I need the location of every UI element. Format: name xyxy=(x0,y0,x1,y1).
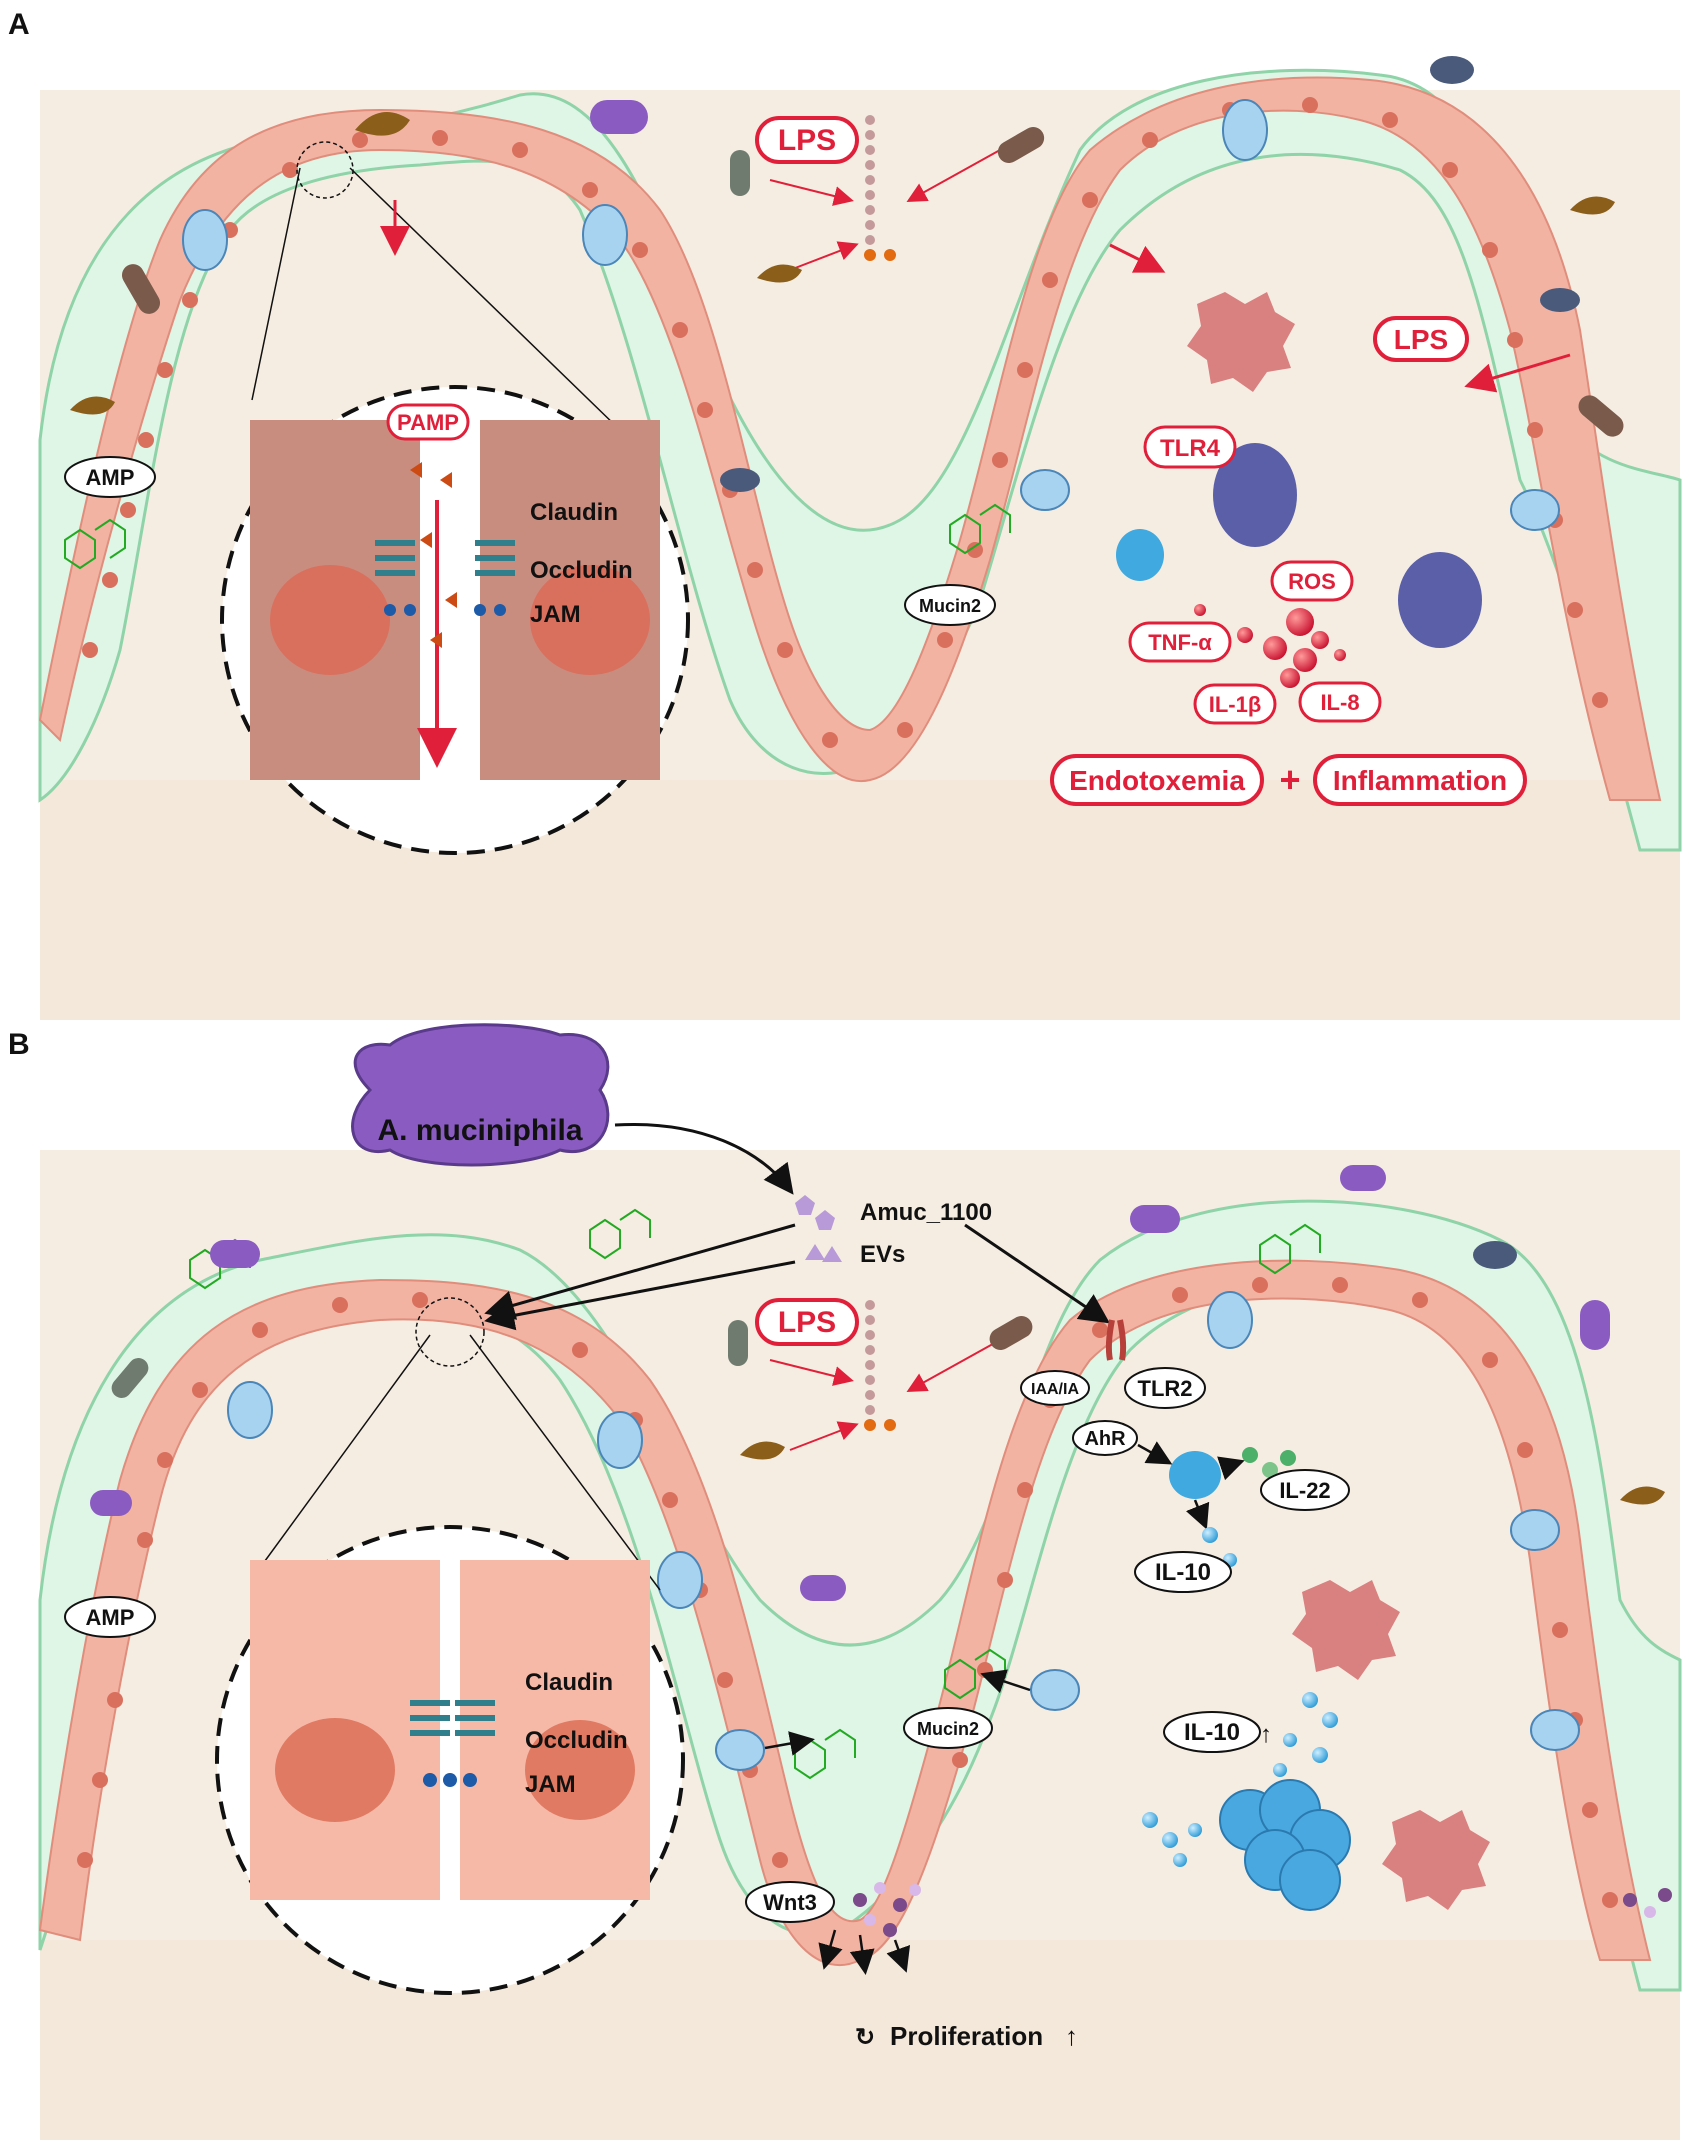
jam-label: JAM xyxy=(525,1771,576,1798)
il10-label: IL-10 xyxy=(1184,1719,1240,1746)
arrow xyxy=(484,1260,796,1331)
panel-a-letter: A xyxy=(8,8,30,41)
mucin-icon xyxy=(189,1208,1321,1780)
plus-label: + xyxy=(1279,759,1300,800)
panel-b-letter: B xyxy=(8,1028,30,1061)
up-arrow-icon: ↑ xyxy=(1260,1721,1272,1748)
lps-label: LPS xyxy=(1394,324,1448,355)
tlr4-label: TLR4 xyxy=(1160,435,1221,462)
il1b-label: IL-1β xyxy=(1209,692,1262,717)
tlr2-label: TLR2 xyxy=(1138,1376,1193,1401)
panel-a-labels: AMP LPS LPS PAMP Claudin Occludin JAM Mu… xyxy=(64,116,1527,806)
wnt3-dot-icon xyxy=(853,1882,1672,1937)
arrow xyxy=(964,1223,1110,1324)
amuc-icon xyxy=(795,1195,842,1262)
epithelial-nuclei xyxy=(82,97,1608,748)
arrow xyxy=(906,149,1001,202)
arrow xyxy=(484,1223,796,1320)
il10-label: IL-10 xyxy=(1155,1559,1211,1586)
bacterium-icon xyxy=(70,56,1624,492)
ros-label: ROS xyxy=(1288,569,1336,594)
zoom-source-circle xyxy=(415,1297,485,1367)
bacterium-icon xyxy=(90,1165,1665,1601)
endotoxemia-label: Endotoxemia xyxy=(1069,765,1245,796)
tcell-cluster-icon xyxy=(1219,1779,1351,1911)
dendritic-cell-icon xyxy=(1169,1451,1221,1499)
arrow xyxy=(906,1339,1001,1392)
arrow xyxy=(614,1122,794,1195)
pamp-label: PAMP xyxy=(397,410,459,435)
arrow xyxy=(818,1929,843,1970)
arrow xyxy=(849,1934,875,1975)
cytokine-dot-icon xyxy=(1142,1692,1338,1867)
mucin-icon xyxy=(64,503,1011,570)
occludin-label: Occludin xyxy=(530,557,633,584)
epithelium-band xyxy=(38,76,1662,801)
occludin-label: Occludin xyxy=(525,1727,628,1754)
lps-label: LPS xyxy=(778,1306,836,1339)
cytokine-dot-icon xyxy=(1202,1447,1296,1567)
macrophage-icon xyxy=(1116,292,1482,648)
arrow xyxy=(1185,1499,1210,1530)
tnf-label: TNF-α xyxy=(1148,630,1212,655)
zoom-source-circle xyxy=(296,141,354,199)
proliferation-label: Proliferation xyxy=(890,2021,1043,2051)
akk-label: A. muciniphila xyxy=(377,1114,582,1147)
arrow xyxy=(769,1359,854,1386)
arrow xyxy=(789,241,859,271)
goblet-cell-icon xyxy=(227,1291,1580,1771)
amuc-label: Amuc_1100 xyxy=(860,1199,992,1226)
arrow xyxy=(1217,1456,1245,1481)
cytokine-dot-icon xyxy=(1194,604,1346,688)
cycle-icon: ↻ xyxy=(855,2024,875,2051)
goblet-cell-icon xyxy=(182,99,1560,531)
arrow xyxy=(1109,243,1166,273)
arrow xyxy=(886,1939,911,1973)
inflammation-label: Inflammation xyxy=(1333,765,1507,796)
il8-label: IL-8 xyxy=(1320,690,1359,715)
arrow xyxy=(789,1421,859,1451)
mucin2-label: Mucin2 xyxy=(917,1719,979,1739)
arrow xyxy=(1464,353,1571,393)
mucin2-label: Mucin2 xyxy=(919,596,981,616)
claudin-label: Claudin xyxy=(530,499,618,526)
ahr-label: AhR xyxy=(1084,1428,1126,1450)
jam-label: JAM xyxy=(530,601,581,628)
lps-chain-icon xyxy=(864,1300,896,1431)
iaa-label: IAA/IA xyxy=(1031,1381,1079,1398)
tlr2-receptor-icon xyxy=(1105,1319,1127,1361)
panel-b: B xyxy=(8,1023,1682,2140)
arrow xyxy=(980,1669,1031,1694)
epithelium-band xyxy=(38,1259,1652,1966)
up-arrow-icon: ↑ xyxy=(1065,2021,1078,2051)
arrow xyxy=(764,1731,815,1756)
il22-label: IL-22 xyxy=(1279,1478,1330,1503)
evs-label: EVs xyxy=(860,1241,905,1268)
submucosa-base xyxy=(40,780,1680,1020)
lps-label: LPS xyxy=(778,124,836,157)
amp-label: AMP xyxy=(86,1605,135,1630)
akk-bacterium-icon: A. muciniphila xyxy=(351,1023,610,1167)
macrophage-icon xyxy=(1292,1580,1490,1910)
arrow xyxy=(1137,1441,1173,1465)
lps-chain-icon xyxy=(864,115,896,261)
panel-a: A xyxy=(8,8,1682,1020)
zoomed-cells xyxy=(250,420,660,780)
wnt3-label: Wnt3 xyxy=(763,1890,817,1915)
zoomed-cells xyxy=(250,1560,650,1900)
arrow xyxy=(769,179,854,206)
claudin-label: Claudin xyxy=(525,1669,613,1696)
amp-label: AMP xyxy=(86,465,135,490)
